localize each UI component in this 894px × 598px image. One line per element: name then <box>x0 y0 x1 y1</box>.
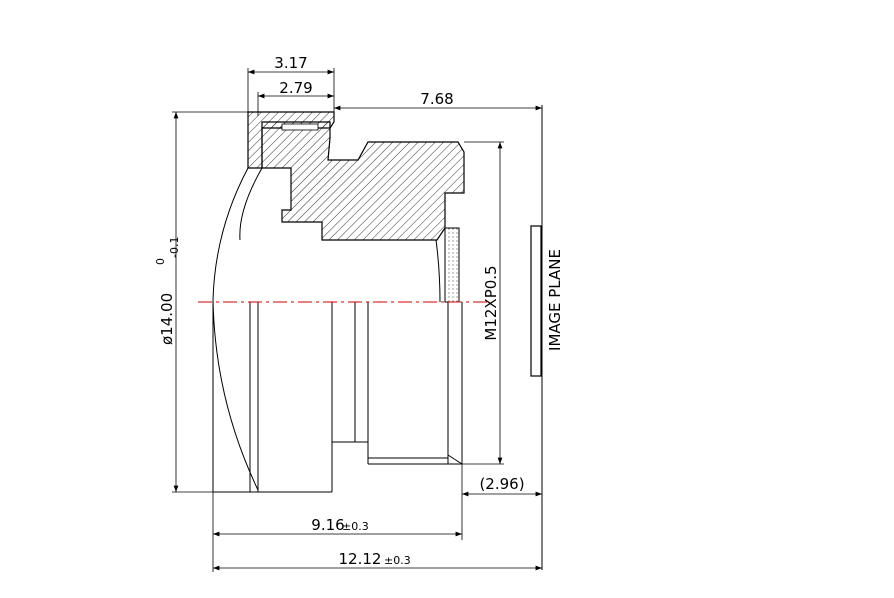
dim-diameter: ø14.00 0 -0.1 <box>154 111 260 493</box>
dim-length-to-end: 9.16 <box>311 516 344 534</box>
dim-back-focus: (2.96) <box>461 464 542 540</box>
ring-groove <box>281 123 319 131</box>
dim-thread-value: M12XP0.5 <box>482 265 500 340</box>
image-plane-label: IMAGE PLANE <box>546 249 564 351</box>
dim-diameter-value: ø14.00 <box>158 293 176 345</box>
dim-diameter-tol-upper: 0 <box>154 258 167 265</box>
dim-flange-inner: 2.79 <box>279 79 312 97</box>
dim-9-16: 9.16 ±0.3 <box>212 492 462 572</box>
dim-2-79: 2.79 <box>257 79 334 116</box>
barrel-section <box>261 121 465 241</box>
dim-flange-width: 3.17 <box>274 54 307 72</box>
dim-total-length: 12.12 <box>339 550 382 568</box>
dim-12-12: 12.12 ±0.3 <box>213 550 542 571</box>
dim-thread: M12XP0.5 <box>462 141 504 465</box>
dim-length-to-end-tol: ±0.3 <box>342 520 369 533</box>
dim-3-17: 3.17 <box>247 54 335 112</box>
front-lens-inner <box>239 167 263 241</box>
dim-back-focus-value: (2.96) <box>479 475 524 493</box>
rear-lens-curve <box>435 239 441 303</box>
ir-filter <box>444 227 460 303</box>
dim-diameter-tol-lower: -0.1 <box>168 237 181 258</box>
dim-body-length: 7.68 <box>420 90 453 108</box>
dim-total-length-tol: ±0.3 <box>384 554 411 567</box>
barrel-lower-outline <box>212 302 463 493</box>
dim-7-68: 7.68 <box>334 90 542 111</box>
image-plane-rect <box>530 225 542 377</box>
front-lens <box>212 167 259 491</box>
